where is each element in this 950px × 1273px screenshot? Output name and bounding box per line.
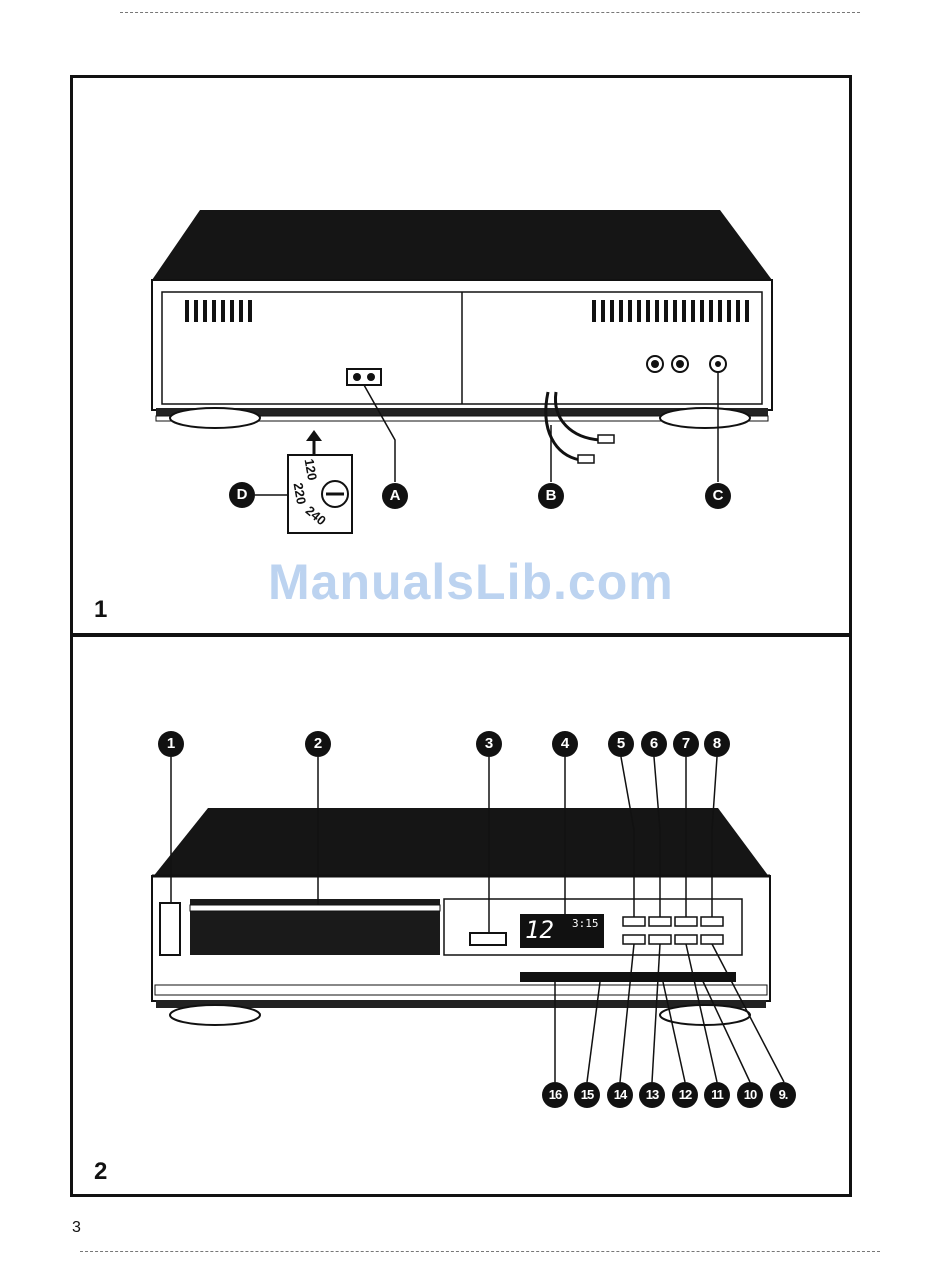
callout-14: 14 [607, 1082, 633, 1108]
callout-9: 9. [770, 1082, 796, 1108]
callout-15: 15 [574, 1082, 600, 1108]
callout-12: 12 [672, 1082, 698, 1108]
callout-11: 11 [704, 1082, 730, 1108]
page-number: 3 [72, 1219, 81, 1237]
callout-10: 10 [737, 1082, 763, 1108]
callout-1: 1 [158, 731, 184, 757]
callout-8: 8 [704, 731, 730, 757]
callout-6: 6 [641, 731, 667, 757]
display-time: 3:15 [572, 917, 599, 931]
callout-13: 13 [639, 1082, 665, 1108]
callout-4: 4 [552, 731, 578, 757]
callout-16: 16 [542, 1082, 568, 1108]
callout-2: 2 [305, 731, 331, 757]
callout-7: 7 [673, 731, 699, 757]
figure2-number: 2 [94, 1158, 107, 1186]
display-track-number: 12 [525, 916, 554, 944]
callout-3: 3 [476, 731, 502, 757]
callout-5: 5 [608, 731, 634, 757]
